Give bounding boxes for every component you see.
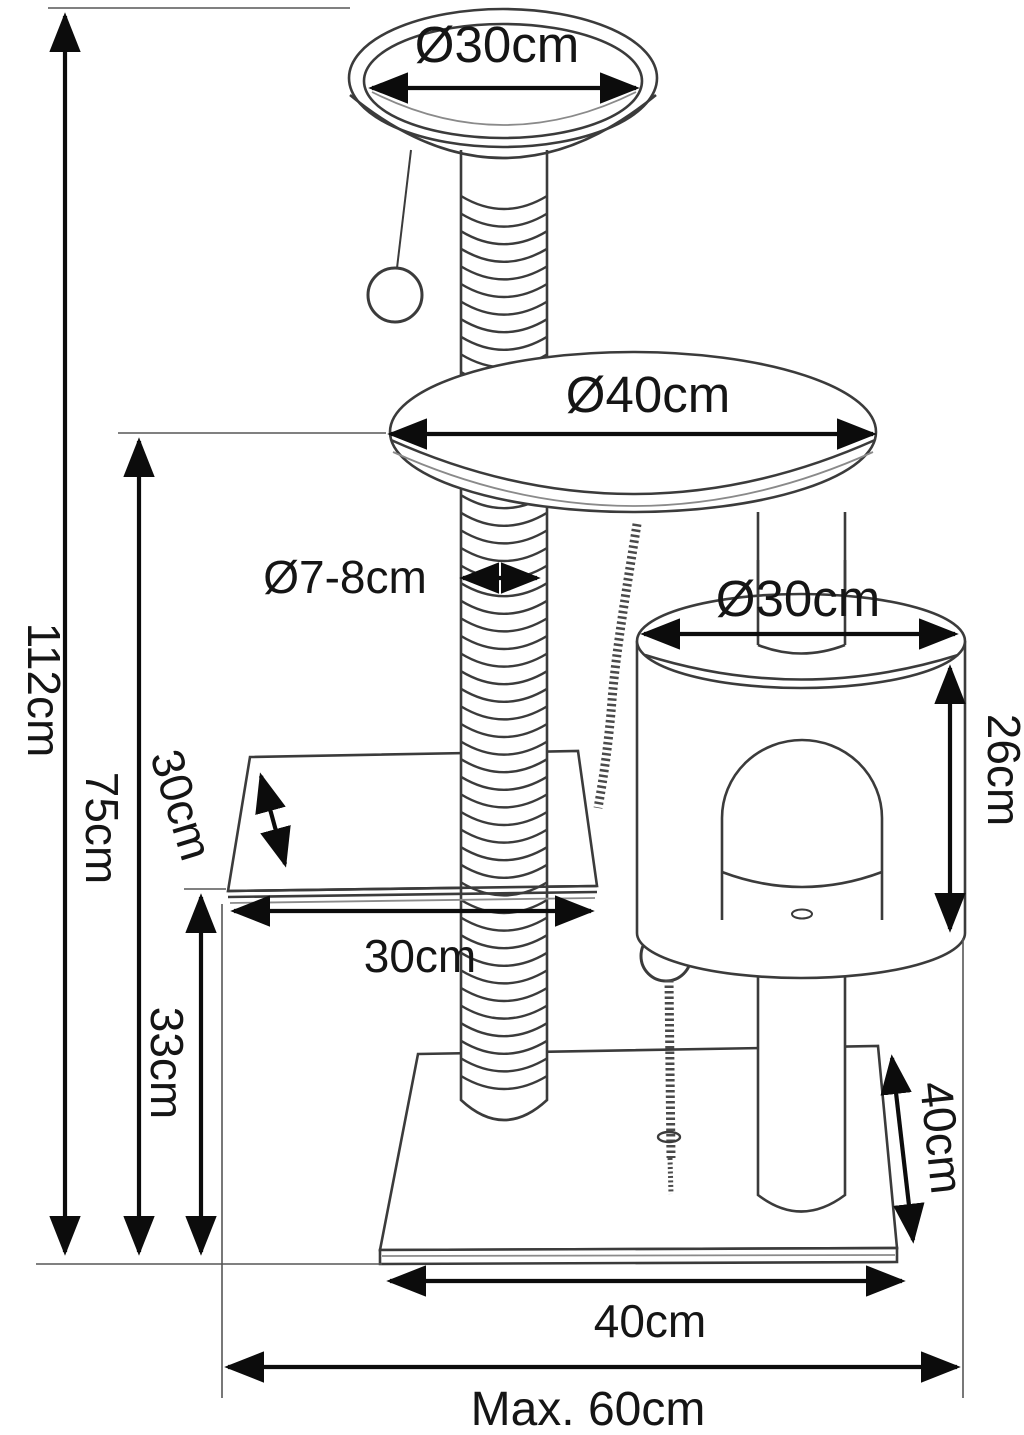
dim-arrow-platform-depth: [255, 772, 291, 868]
top-perch-dimension: Ø30cm: [368, 16, 640, 104]
braided-rope: [593, 523, 642, 809]
dim-label-post-diameter: Ø7-8cm: [263, 551, 427, 603]
dim-label-top-perch: Ø30cm: [415, 16, 579, 73]
dim-label-platform-width: 30cm: [364, 930, 476, 982]
house-bottom-edge: [635, 932, 967, 980]
rope-tail: [667, 1157, 674, 1195]
base-dimensions: 40cm 40cm Max. 60cm: [221, 904, 974, 1435]
base-front-face: [378, 1246, 899, 1266]
dim-label-upper-height: 75cm: [76, 772, 128, 884]
dim-label-lower-height: 33cm: [141, 1007, 193, 1119]
top-perch-inner-surface: [371, 91, 637, 126]
rope-knot: [656, 1130, 682, 1144]
dim-arrow-base-depth: [880, 1054, 925, 1244]
dim-label-platform-depth: 30cm: [140, 743, 223, 866]
house-top-rim: [635, 592, 967, 690]
dim-label-base-width: 40cm: [594, 1295, 706, 1347]
dim-label-middle-platform: Ø40cm: [566, 366, 730, 423]
dim-label-max-width: Max. 60cm: [471, 1383, 706, 1435]
dim-label-base-depth: 40cm: [910, 1079, 973, 1196]
base-front-groove: [381, 1254, 896, 1257]
house-door-arch: [720, 738, 884, 920]
house-peep-hole: [791, 908, 813, 920]
house-door-floor: [721, 870, 883, 889]
house-top-rim-inner: [644, 653, 959, 681]
middle-platform-rim: [390, 438, 876, 496]
hanging-toy-top: [366, 149, 424, 324]
house-dimensions: Ø30cm 26cm: [640, 570, 1024, 933]
house-support-post-lower: [756, 940, 847, 1213]
cat-house: [635, 512, 967, 1213]
toy-string: [396, 149, 412, 269]
top-perch-underside: [349, 93, 657, 160]
post-diameter-dimension: Ø7-8cm: [263, 551, 541, 603]
middle-platform-rim-lower: [392, 451, 874, 507]
spring-rope: [664, 979, 676, 1159]
dim-label-total-height: 112cm: [18, 623, 70, 758]
dim-label-house-diameter: Ø30cm: [716, 570, 880, 627]
height-dimensions: 112cm 75cm 33cm: [18, 7, 386, 1265]
dim-label-house-height: 26cm: [978, 714, 1024, 826]
toy-ball: [366, 266, 424, 324]
middle-platform-dimension: Ø40cm: [387, 366, 877, 450]
